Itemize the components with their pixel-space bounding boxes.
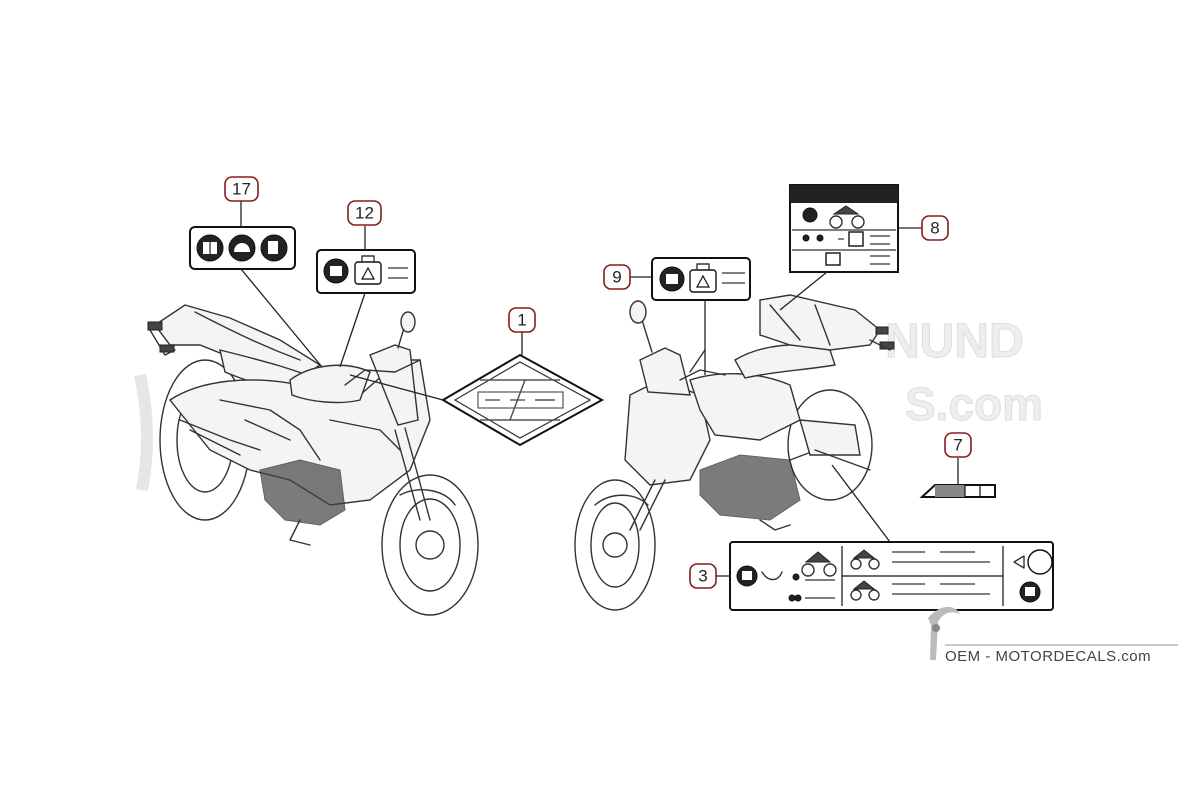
motorcycle-icon xyxy=(832,205,860,215)
watermark: NUND S.com xyxy=(134,315,1044,492)
decal-3-panel[interactable] xyxy=(729,541,1054,611)
callout-3[interactable]: 3 xyxy=(689,563,717,589)
motorcycle-left-view xyxy=(147,304,479,616)
callout-9-number: 9 xyxy=(612,268,621,287)
brand-logo: OEM - MOTORDECALS.com xyxy=(928,606,1178,665)
engine xyxy=(699,454,801,521)
manual-book-icon xyxy=(802,207,818,223)
front-wheel xyxy=(381,474,479,616)
luggage-weight-icon xyxy=(354,261,382,285)
watermark-fragment-domain: S.com xyxy=(905,378,1043,430)
fuel-tank xyxy=(289,364,371,404)
decal-9-panel[interactable] xyxy=(651,257,751,301)
callout-17[interactable]: 17 xyxy=(224,176,259,202)
tail-section xyxy=(759,294,881,351)
fuel-tank xyxy=(689,373,801,441)
callout-1[interactable]: 1 xyxy=(508,307,536,333)
callout-9[interactable]: 9 xyxy=(603,264,631,290)
decal-12-panel[interactable] xyxy=(316,249,416,294)
callout-7[interactable]: 7 xyxy=(944,432,972,458)
brand-text: OEM - MOTORDECALS.com xyxy=(945,648,1151,665)
leader-lines xyxy=(240,200,959,577)
watermark-fragment-top: NUND xyxy=(885,315,1024,368)
decal-17-panel[interactable] xyxy=(189,226,296,270)
windscreen xyxy=(639,347,691,396)
callout-8[interactable]: 8 xyxy=(921,215,949,241)
brand-bird-icon xyxy=(928,606,960,660)
callout-8-number: 8 xyxy=(930,219,939,238)
callout-7-number: 7 xyxy=(953,436,962,455)
callout-12-number: 12 xyxy=(355,204,374,223)
callout-17-number: 17 xyxy=(232,180,251,199)
seat xyxy=(734,344,836,379)
decal-1-emblem[interactable] xyxy=(441,353,605,447)
callout-3-number: 3 xyxy=(698,567,707,586)
motorcycle-right-view xyxy=(574,294,895,611)
front-wheel xyxy=(574,479,656,611)
watermark-swoosh xyxy=(134,373,153,492)
rear-wheel xyxy=(787,389,873,501)
callout-12[interactable]: 12 xyxy=(347,200,382,226)
decal-8-panel[interactable] xyxy=(789,184,899,273)
windscreen xyxy=(369,344,419,426)
tyre-pressure-icon xyxy=(1027,549,1053,575)
decal-7-strip[interactable] xyxy=(919,484,996,498)
callout-1-number: 1 xyxy=(517,311,526,330)
luggage-weight-icon xyxy=(689,269,717,293)
side-panel xyxy=(799,419,861,456)
engine xyxy=(259,459,346,526)
seat-outline-icon xyxy=(761,571,783,581)
motorcycle-icon xyxy=(804,551,832,563)
